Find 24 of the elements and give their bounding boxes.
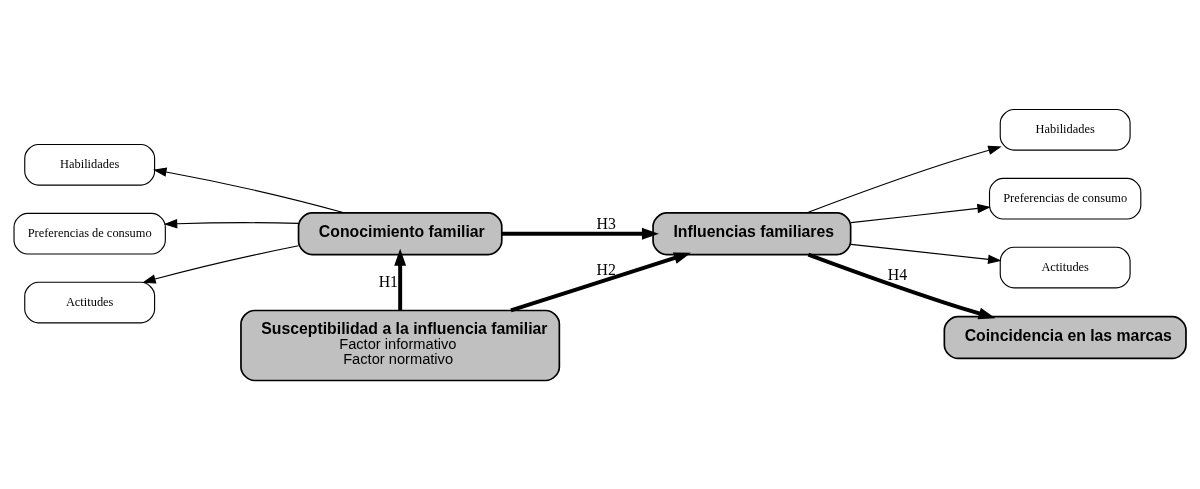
edge-label: H2 — [596, 260, 616, 278]
node-box: Conocimiento familiar — [297, 211, 503, 255]
arrow — [501, 227, 659, 240]
arrow — [510, 251, 691, 312]
node-box: Actitudes — [999, 246, 1131, 288]
node-box: Preferencias de consumo — [13, 212, 166, 255]
arrow — [153, 166, 345, 213]
edge-label: H4 — [887, 265, 908, 283]
node-box: Preferencias de consumo — [988, 177, 1142, 220]
arrow — [850, 243, 1002, 264]
node-box: Actitudes — [24, 281, 156, 323]
node-box: Habilidades — [24, 143, 156, 186]
arrow — [806, 145, 1002, 213]
node-box: Coincidencia en las marcas — [943, 315, 1187, 359]
arrow — [142, 244, 300, 284]
node-box: Habilidades — [999, 108, 1131, 151]
arrow — [163, 218, 299, 228]
node-box: Influencias familiares — [652, 211, 852, 255]
node-box: Susceptibilidad a la influencia familiar Factor informativo Factor normativo — [240, 309, 561, 381]
arrow — [850, 203, 991, 223]
edge-label: H1 — [378, 272, 398, 290]
arrow — [394, 248, 407, 310]
arrow — [807, 252, 996, 319]
edge-label: H3 — [596, 214, 616, 232]
